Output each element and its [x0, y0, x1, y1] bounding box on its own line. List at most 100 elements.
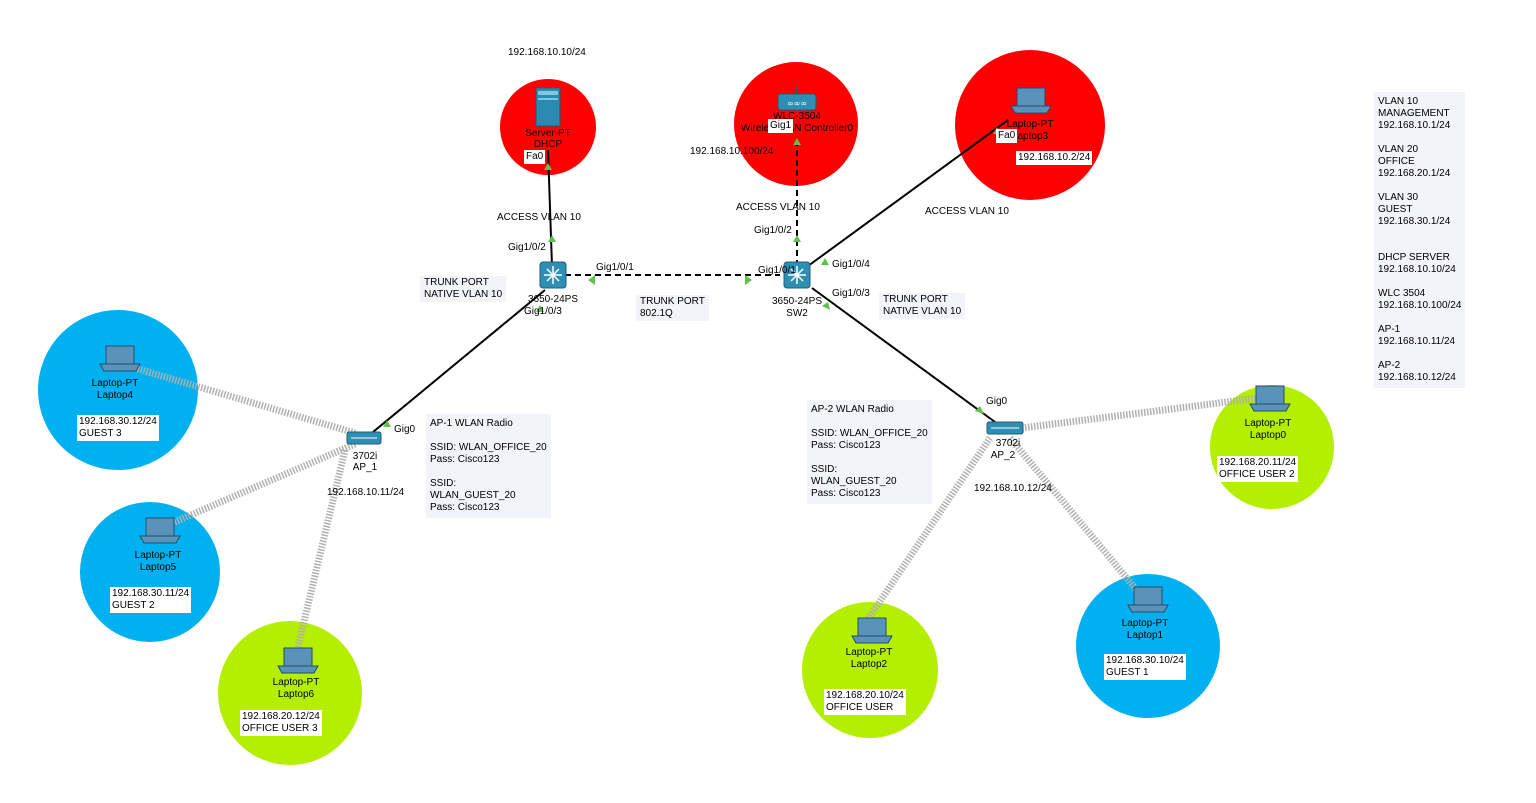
laptop4-name-label: Laptop4: [96, 390, 134, 401]
laptop6-role: OFFICE USER 3: [242, 723, 318, 734]
ap2-wlan-note: AP-2 WLAN Radio SSID: WLAN_OFFICE_20 Pas…: [807, 400, 932, 504]
laptop-icon[interactable]: [1249, 385, 1291, 412]
laptop3-name-label: Laptop3: [1011, 131, 1049, 142]
laptop3-port-label: Fa0: [996, 129, 1018, 143]
access-point-icon[interactable]: [986, 421, 1024, 435]
trunk-note-link: TRUNK PORT 802.1Q: [636, 295, 709, 321]
laptop-icons: [99, 87, 1291, 674]
multilayer-switch-icon[interactable]: [783, 261, 811, 289]
status-marker: [548, 235, 556, 242]
link-status-markers: [383, 127, 1001, 427]
laptop-icon[interactable]: [851, 617, 893, 644]
wireless-ap1-laptop5: [161, 440, 357, 531]
wlc-name-label: Wireless LAN Controller0: [740, 123, 854, 134]
ap2-port-label: Gig0: [986, 396, 1008, 407]
status-marker: [822, 302, 830, 310]
wlc-type-label: WLC-3504: [773, 111, 821, 122]
wired-links: [372, 119, 1009, 433]
ap2-name-label: AP_2: [990, 450, 1016, 461]
wlc-ip-label: 192.168.10.100/24: [690, 146, 774, 157]
ap1-wlan-note: AP-1 WLAN Radio SSID: WLAN_OFFICE_20 Pas…: [426, 414, 551, 518]
ap1-port-label: Gig0: [394, 424, 416, 435]
ap1-type-label: 3702i: [352, 451, 378, 462]
laptop6-ip: 192.168.20.12/24: [242, 711, 320, 722]
sw1-port-g101: Gig1/0/1: [596, 262, 634, 273]
wireless-ap1-laptop4: [127, 362, 356, 437]
laptop5-ip: 192.168.30.11/24: [112, 588, 190, 599]
status-marker: [588, 275, 595, 285]
sw2-type-label: 3650-24PS: [771, 296, 823, 307]
server-icon[interactable]: [535, 87, 561, 127]
status-marker: [544, 163, 552, 170]
wireless-ap2-laptop1: [1007, 435, 1143, 597]
laptop4-role: GUEST 3: [79, 428, 122, 439]
laptop-icon[interactable]: [1010, 87, 1052, 114]
sw1-type-label: 3650-24PS: [527, 294, 579, 305]
access-point-icon[interactable]: [346, 431, 382, 445]
laptop-icon[interactable]: [1127, 586, 1169, 613]
laptop2-ip: 192.168.20.10/24: [826, 690, 904, 701]
laptop6-type-label: Laptop-PT: [272, 677, 320, 688]
svg-text:∞∞∞: ∞∞∞: [787, 99, 807, 108]
laptop-icon[interactable]: [99, 345, 141, 372]
laptop2-role: OFFICE USER: [826, 702, 894, 713]
link-sw1-ap1[interactable]: [372, 289, 546, 433]
trunk-note-sw1: TRUNK PORT NATIVE VLAN 10: [420, 276, 507, 302]
server-name-label: DHCP: [533, 139, 563, 150]
laptop4-ip: 192.168.30.12/24: [79, 416, 157, 427]
wlc-port-label: Gig1: [768, 119, 794, 133]
status-marker: [975, 406, 984, 414]
status-marker: [745, 275, 752, 285]
laptop0-ip: 192.168.20.11/24: [1219, 457, 1297, 468]
sw2-port-g102: Gig1/0/2: [754, 225, 792, 236]
laptop4-type-label: Laptop-PT: [91, 378, 139, 389]
zone-laptop1: [1076, 574, 1220, 718]
vlan-legend-note: VLAN 10 MANAGEMENT 192.168.10.1/24 VLAN …: [1374, 92, 1466, 388]
multilayer-switch-icon[interactable]: [539, 261, 567, 289]
laptop1-ip: 192.168.30.10/24: [1106, 655, 1184, 666]
laptop5-type-label: Laptop-PT: [134, 550, 182, 561]
wlc-icon[interactable]: ∞∞∞: [777, 86, 817, 111]
ap2-ip-label: 192.168.10.12/24: [974, 483, 1052, 494]
trunk-note-sw2: TRUNK PORT NATIVE VLAN 10: [879, 293, 966, 319]
laptop-icon[interactable]: [277, 647, 319, 674]
link-sw2-ap2[interactable]: [811, 287, 996, 423]
access-vlan-laptop3: ACCESS VLAN 10: [925, 206, 1009, 217]
status-marker: [793, 138, 801, 145]
laptop3-type-label: Laptop-PT: [1006, 119, 1054, 130]
access-vlan-wlc: ACCESS VLAN 10: [736, 202, 820, 213]
sw2-port-g101: Gig1/0/1: [758, 265, 796, 276]
laptop5-role: GUEST 2: [112, 600, 155, 611]
status-marker: [821, 258, 829, 265]
zone-wlc: [734, 62, 858, 186]
link-laptop3-sw2[interactable]: [807, 119, 1009, 267]
status-marker: [536, 305, 544, 312]
laptop5-name-label: Laptop5: [139, 562, 177, 573]
server-port-label: Fa0: [524, 150, 546, 164]
wireless-links: [127, 362, 1259, 656]
wireless-ap1-laptop6: [292, 449, 349, 656]
ap1-name-label: AP_1: [352, 462, 378, 473]
laptop1-role: GUEST 1: [1106, 667, 1149, 678]
sw1-port-g102: Gig1/0/2: [508, 242, 546, 253]
laptop-icon[interactable]: [139, 517, 181, 544]
laptop0-role: OFFICE USER 2: [1219, 469, 1295, 480]
laptop1-name-label: Laptop1: [1126, 630, 1164, 641]
laptop0-type-label: Laptop-PT: [1244, 418, 1292, 429]
access-vlan-server: ACCESS VLAN 10: [497, 212, 581, 223]
sw2-name-label: SW2: [786, 308, 808, 319]
laptop2-type-label: Laptop-PT: [845, 647, 893, 658]
status-marker: [793, 235, 801, 242]
laptop1-type-label: Laptop-PT: [1121, 618, 1169, 629]
ap2-type-label: 3702i: [995, 438, 1021, 449]
server-ip-label: 192.168.10.10/24: [508, 47, 586, 58]
sw2-port-g103: Gig1/0/3: [832, 288, 870, 299]
status-marker: [383, 420, 391, 427]
wireless-ap2-laptop0: [1021, 394, 1259, 432]
laptop3-ip-label: 192.168.10.2/24: [1016, 151, 1093, 165]
